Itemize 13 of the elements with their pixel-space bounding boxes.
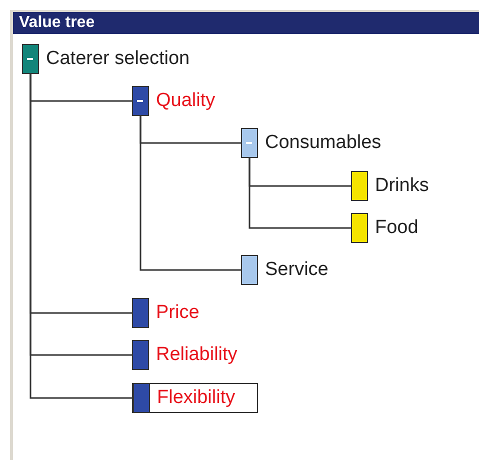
tree-connector: [248, 158, 351, 229]
node-label: Reliability: [156, 344, 238, 366]
selected-row: [132, 383, 258, 413]
node-label: Price: [156, 302, 200, 324]
node-label: Food: [375, 217, 418, 239]
panel-title: Value tree: [13, 12, 479, 34]
node-label: Consumables: [265, 132, 382, 154]
node-label: Flexibility: [157, 387, 236, 409]
node-label: Drinks: [375, 175, 429, 197]
tree-connector: [140, 116, 241, 271]
node-label: Caterer selection: [46, 48, 190, 70]
node-label: Service: [265, 259, 328, 281]
node-label: Quality: [156, 90, 216, 112]
